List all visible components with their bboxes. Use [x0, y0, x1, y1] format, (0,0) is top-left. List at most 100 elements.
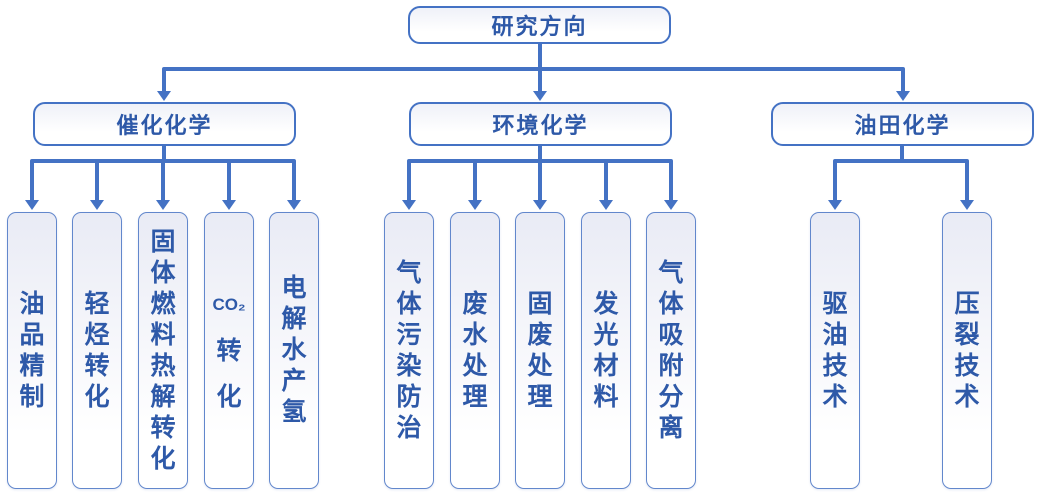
leaf-char: 解: [150, 382, 176, 411]
leaf-char: 精: [19, 351, 45, 380]
leaf-node-light-hydrocarbon-conversion: 轻烃转化: [72, 212, 122, 489]
arrowhead: [90, 200, 104, 210]
leaf-char: 气: [658, 258, 684, 287]
leaf-char: 产: [281, 367, 307, 395]
root-node: 研究方向: [408, 6, 671, 44]
leaf-node-oil-displacement-technology: 驱油技术: [810, 212, 860, 489]
leaf-char: CO₂: [212, 294, 246, 314]
leaf-char: 处: [462, 351, 488, 380]
arrowhead: [828, 200, 842, 210]
leaf-char: 染: [396, 351, 422, 380]
arrowhead: [157, 91, 171, 101]
leaf-char: 水: [462, 320, 488, 349]
leaf-node-water-electrolysis-hydrogen: 电解水产氢: [269, 212, 319, 489]
arrowhead: [960, 200, 974, 210]
leaf-label: 气体污染防治: [396, 258, 421, 444]
leaf-char: 转: [150, 413, 176, 442]
leaf-char: 固: [527, 289, 553, 318]
leaf-char: 驱: [822, 289, 848, 318]
leaf-label: 压裂技术: [954, 289, 979, 413]
leaf-char: 体: [396, 289, 422, 318]
leaf-char: 化: [216, 382, 242, 411]
leaf-char: 体: [658, 289, 684, 318]
leaf-char: 理: [527, 382, 553, 411]
leaf-char: 治: [396, 413, 422, 442]
leaf-char: 体: [150, 258, 176, 287]
leaf-label: 固体燃料热解转化: [150, 227, 175, 475]
leaf-char: 油: [822, 320, 848, 349]
arrowhead: [468, 200, 482, 210]
leaf-char: 理: [462, 382, 488, 411]
arrowhead: [533, 91, 547, 101]
leaf-char: 烃: [84, 320, 110, 349]
leaf-char: 氢: [281, 398, 307, 426]
arrowhead: [287, 200, 301, 210]
leaf-char: 油: [19, 289, 45, 318]
leaf-label: 轻烃转化: [84, 289, 109, 413]
arrowhead: [25, 200, 39, 210]
leaf-char: 化: [150, 444, 176, 473]
branch-label: 环境化学: [492, 113, 589, 138]
leaf-char: 技: [822, 351, 848, 380]
leaf-char: 燃: [150, 289, 176, 318]
leaf-char: 制: [19, 382, 45, 411]
branch3-rail: [833, 159, 969, 200]
branch-node-catalytic-chemistry: 催化化学: [33, 102, 296, 146]
leaf-char: 吸: [658, 320, 684, 349]
arrowhead: [664, 200, 678, 210]
leaf-char: 化: [84, 382, 110, 411]
leaf-char: 污: [396, 320, 422, 349]
leaf-char: 料: [593, 382, 619, 411]
leaf-char: 固: [150, 227, 176, 256]
leaf-node-solid-waste-treatment: 固废处理: [515, 212, 565, 489]
leaf-char: 热: [150, 351, 176, 380]
leaf-char: 压: [954, 289, 980, 318]
arrowhead: [402, 200, 416, 210]
leaf-char: 防: [396, 382, 422, 411]
leaf-char: 分: [658, 382, 684, 411]
leaf-label: 电解水产氢: [281, 273, 306, 428]
arrowhead: [896, 91, 910, 101]
leaf-char: 废: [527, 320, 553, 349]
leaf-char: 电: [281, 274, 307, 302]
leaf-char: 术: [822, 382, 848, 411]
arrowhead: [599, 200, 613, 210]
branch-node-environmental-chemistry: 环境化学: [409, 102, 672, 146]
leaf-char: 材: [593, 351, 619, 380]
arrowhead: [222, 200, 236, 210]
leaf-char: 附: [658, 351, 684, 380]
leaf-char: 料: [150, 320, 176, 349]
leaf-label: 固废处理: [527, 289, 552, 413]
leaf-char: 技: [954, 351, 980, 380]
level1-rail: [162, 67, 905, 91]
leaf-char: 转: [84, 351, 110, 380]
leaf-char: 光: [593, 320, 619, 349]
leaf-node-gas-adsorption-separation: 气体吸附分离: [646, 212, 696, 489]
leaf-node-luminescent-materials: 发光材料: [581, 212, 631, 489]
leaf-label: 气体吸附分离: [658, 258, 683, 444]
arrowhead: [156, 200, 170, 210]
branch-label: 催化化学: [116, 113, 213, 138]
branch-node-oilfield-chemistry: 油田化学: [771, 102, 1034, 146]
leaf-node-solid-fuel-pyrolysis-conversion: 固体燃料热解转化: [138, 212, 188, 489]
leaf-char: 裂: [954, 320, 980, 349]
leaf-char: 轻: [84, 289, 110, 318]
leaf-char: 解: [281, 305, 307, 333]
branch-label: 油田化学: [854, 113, 951, 138]
leaf-node-fracturing-technology: 压裂技术: [942, 212, 992, 489]
leaf-char: 处: [527, 351, 553, 380]
arrowhead: [533, 200, 547, 210]
leaf-label: 发光材料: [593, 289, 618, 413]
leaf-char: 水: [281, 336, 307, 364]
leaf-node-gas-pollution-control: 气体污染防治: [384, 212, 434, 489]
leaf-label: 油品精制: [19, 289, 44, 413]
leaf-node-wastewater-treatment: 废水处理: [450, 212, 500, 489]
leaf-char: 发: [593, 289, 619, 318]
leaf-char: 气: [396, 258, 422, 287]
root-label: 研究方向: [491, 14, 588, 39]
leaf-label: 废水处理: [462, 289, 487, 413]
